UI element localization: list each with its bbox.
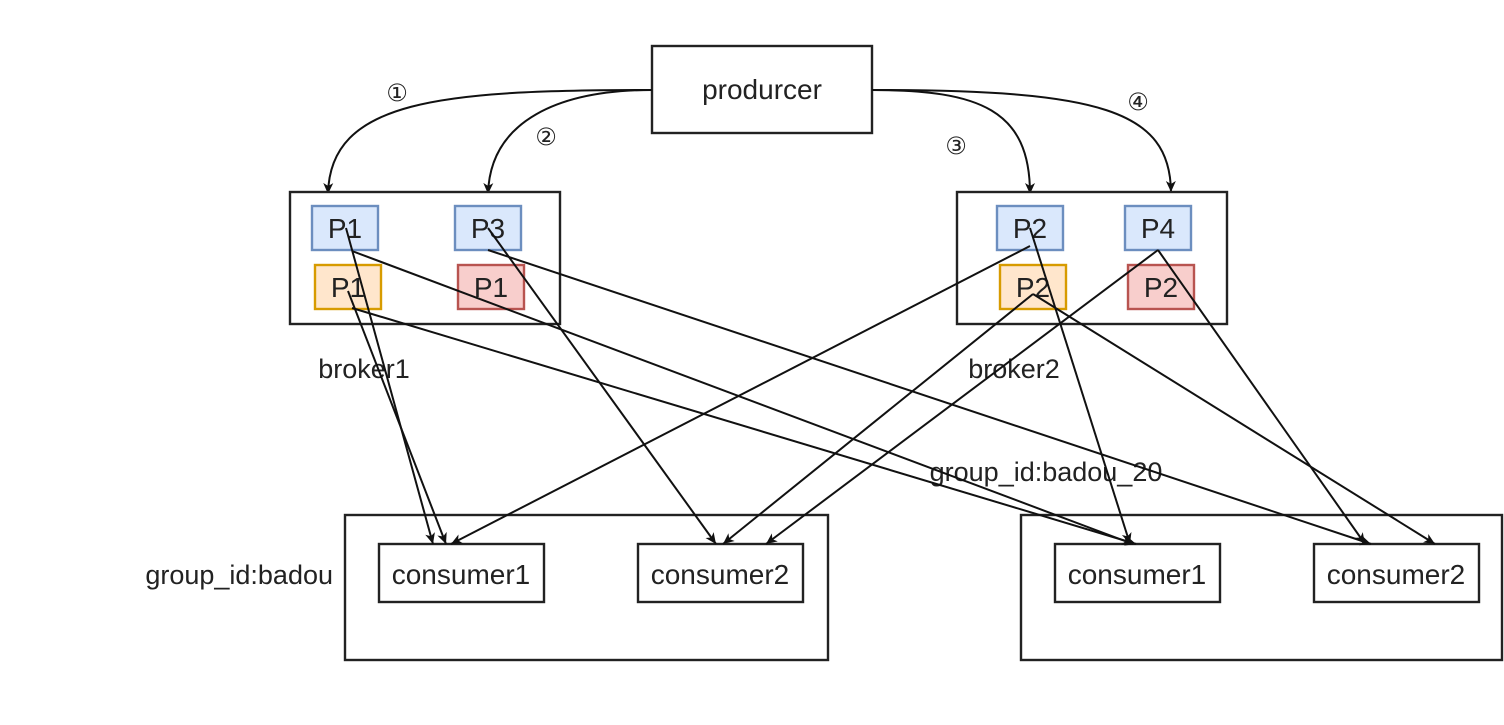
producer-box (650, 44, 874, 135)
group-badou-20-consumer2-label: consumer2 (1327, 559, 1466, 590)
consumer-group-badou: consumer1 consumer2 (343, 513, 830, 662)
broker1-partition-p1-replica-red (456, 263, 526, 311)
group-badou-20-label: group_id:badou_20 (930, 457, 1163, 487)
group-badou-consumer2-box (636, 542, 805, 604)
producer-label: produrcer (702, 74, 822, 105)
edge-producer-p1 (323, 89, 653, 195)
broker2-partition-label: P4 (1141, 213, 1175, 244)
step-2-label: ② (535, 124, 557, 151)
edge-p4-to-badou20-consumer2 (1157, 249, 1366, 545)
edge-p2-replica-to-badou-consumer2 (722, 293, 1034, 545)
group-badou-20-consumer1-box (1053, 542, 1222, 604)
step-4-label: ④ (1127, 89, 1149, 116)
step-3-label: ③ (945, 133, 967, 160)
edge-p1-to-badou20-consumer1 (351, 250, 1134, 545)
broker2-node: P2 P4 P2 P2 (955, 190, 1229, 326)
broker1-partition-p1-leader (310, 204, 380, 252)
consumer-group-badou-20: consumer1 consumer2 (1019, 513, 1504, 662)
edge-p4-to-badou-consumer2 (765, 249, 1159, 545)
group-badou-consumer2-label: consumer2 (651, 559, 790, 590)
edge-producer-p3 (483, 89, 653, 195)
group-badou-label: group_id:badou (145, 560, 333, 590)
edge-producer-p4 (871, 89, 1176, 193)
broker1-partition-label: P1 (328, 213, 362, 244)
edge-p1-to-badou-consumer1 (345, 227, 435, 545)
edge-p2-to-badou-consumer1 (450, 245, 1031, 545)
edge-p1-replica-to-badou20-consumer1 (351, 307, 1137, 546)
edge-p3-to-badou-consumer2 (487, 227, 717, 545)
group-badou-20-consumer2-box (1312, 542, 1481, 604)
broker2-partition-label: P2 (1016, 272, 1050, 303)
broker2-partition-p4-leader (1123, 204, 1193, 252)
broker1-node: P1 P3 P1 P1 (288, 190, 562, 326)
broker2-partition-p2-replica-orange (998, 263, 1068, 311)
edge-p2-replica-to-badou20-consumer2 (1032, 293, 1436, 545)
group-badou-20-consumer1-label: consumer1 (1068, 559, 1207, 590)
group-badou-consumer1-box (377, 542, 546, 604)
broker1-partition-p1-replica-orange (313, 263, 383, 311)
edge-p1-replica-to-badou-consumer1 (347, 290, 447, 545)
step-1-label: ① (386, 80, 408, 107)
group-badou-consumer1-label: consumer1 (392, 559, 531, 590)
broker1-label: broker1 (318, 354, 410, 384)
edge-p3-to-badou20-consumer2 (487, 249, 1372, 546)
broker2-partition-label: P2 (1144, 272, 1178, 303)
producer-node: produrcer (650, 44, 874, 135)
edge-p2-to-badou20-consumer1 (1029, 227, 1132, 545)
